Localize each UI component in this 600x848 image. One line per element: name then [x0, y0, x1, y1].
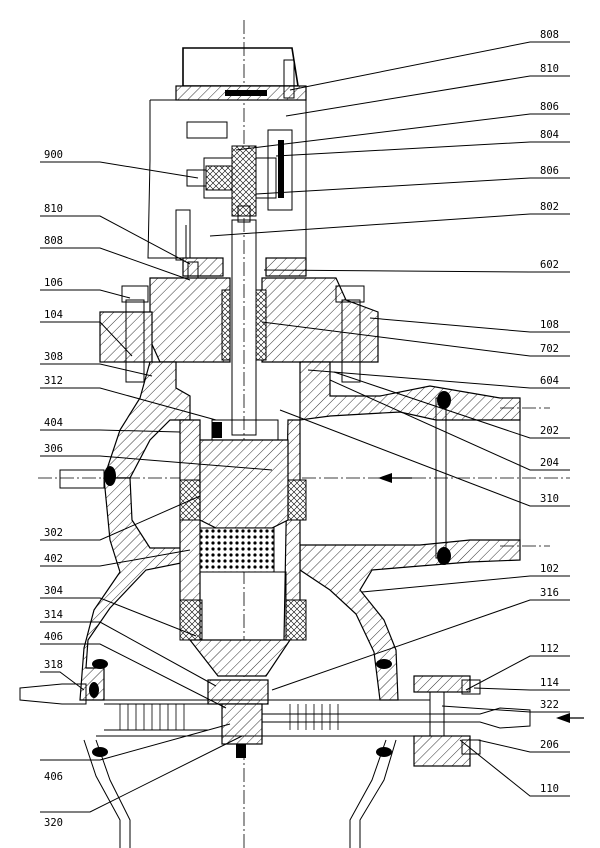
callout-804: 804 — [540, 129, 559, 141]
callout-114: 114 — [540, 677, 559, 689]
callout-314: 314 — [44, 609, 63, 621]
body-lower-shell — [83, 739, 397, 848]
lower-nozzle-assembly — [96, 675, 531, 767]
callout-312: 312 — [44, 375, 63, 387]
callout-402: 402 — [44, 553, 63, 565]
callout-702: 702 — [540, 343, 559, 355]
callout-106: 106 — [44, 277, 63, 289]
actuator-top — [147, 47, 307, 303]
callout-112: 112 — [540, 643, 559, 655]
callout-404: 404 — [44, 417, 63, 429]
callout-102: 102 — [540, 563, 559, 575]
callout-204: 204 — [540, 457, 559, 469]
pipes — [19, 469, 105, 705]
callout-808-left: 808 — [44, 235, 63, 247]
callouts-right: 808 810 806 804 806 802 602 108 702 604 … — [540, 29, 559, 795]
welds — [89, 391, 451, 757]
callout-306: 306 — [44, 443, 63, 455]
outlet-arrow-icon — [556, 713, 570, 723]
callout-806-upper: 806 — [540, 101, 559, 113]
callout-322: 322 — [540, 699, 559, 711]
callout-310: 310 — [540, 493, 559, 505]
callouts-left: 900 810 808 106 104 308 312 404 306 302 … — [44, 149, 63, 829]
callout-304: 304 — [44, 585, 63, 597]
callout-406-lower: 406 — [44, 771, 63, 783]
callout-602: 602 — [540, 259, 559, 271]
callout-802: 802 — [540, 201, 559, 213]
callout-318: 318 — [44, 659, 63, 671]
callout-320: 320 — [44, 817, 63, 829]
leader-lines — [40, 41, 570, 813]
callout-406-upper: 406 — [44, 631, 63, 643]
callout-316: 316 — [540, 587, 559, 599]
callout-206: 206 — [540, 739, 559, 751]
callout-810-right: 810 — [540, 63, 559, 75]
callout-806-lower: 806 — [540, 165, 559, 177]
callout-808-right: 808 — [540, 29, 559, 41]
callout-308: 308 — [44, 351, 63, 363]
callout-202: 202 — [540, 425, 559, 437]
inlet-arrow-icon — [378, 473, 392, 483]
flow-arrows — [378, 473, 584, 723]
callout-810-left: 810 — [44, 203, 63, 215]
callout-110: 110 — [540, 783, 559, 795]
bonnet — [99, 277, 379, 383]
callout-604: 604 — [540, 375, 559, 387]
callout-302: 302 — [44, 527, 63, 539]
callout-900: 900 — [44, 149, 63, 161]
callout-104: 104 — [44, 309, 63, 321]
callout-108: 108 — [540, 319, 559, 331]
cage-and-plug — [179, 419, 307, 677]
